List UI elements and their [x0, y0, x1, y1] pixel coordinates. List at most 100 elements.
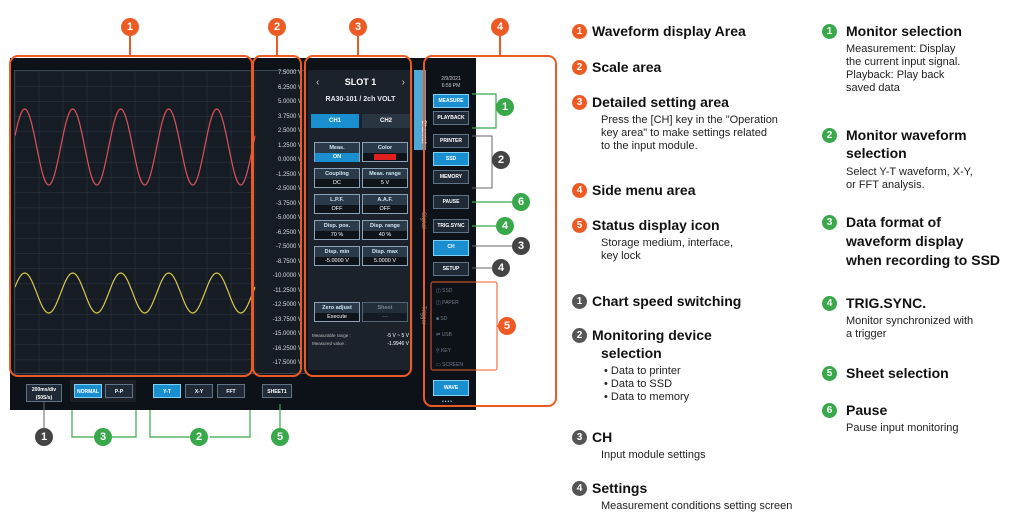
measured-value-label: Measured value :: [312, 341, 347, 346]
sheet1-button[interactable]: SHEET1: [262, 384, 292, 398]
callout-green-1: 1: [496, 98, 514, 116]
yt-button[interactable]: Y-T: [153, 384, 181, 398]
legend-dark-num-1: 1: [572, 294, 587, 309]
scale-label: 6.2500 V: [277, 84, 302, 91]
legend-orange-num-3: 3: [572, 95, 587, 110]
playback-button[interactable]: PLAYBACK: [433, 111, 469, 125]
scale-label: -1.2500 V: [275, 171, 302, 178]
legend-dark-title-3: CH: [592, 429, 613, 445]
callout-dark-4: 4: [492, 259, 510, 277]
area-frame-3: [304, 55, 412, 377]
callout-orange-4: 4: [491, 18, 509, 36]
zero-adjust-button[interactable]: Zero adjust Execute: [314, 302, 360, 322]
scale-label: 2.5000 V: [277, 128, 302, 134]
trig-sync-button[interactable]: TRIG.SYNC: [433, 219, 469, 233]
legend-green-title-5: Sheet selection: [846, 365, 949, 381]
callout-orange-3: 3: [349, 18, 367, 36]
pause-button[interactable]: PAUSE: [433, 195, 469, 209]
lpf-setting[interactable]: L.P.F. OFF: [314, 194, 360, 214]
chevron-left-icon[interactable]: ‹: [316, 77, 320, 88]
callout-green-6: 6: [512, 193, 530, 211]
wave-button[interactable]: WAVE: [433, 380, 469, 396]
side-menu-area: 2/9/2021 6:59 PM MEASURE PLAYBACK PRINTE…: [430, 62, 472, 406]
measurable-range-value: -5 V ~ 5 V: [386, 333, 409, 339]
meas-range-setting[interactable]: Meas. range 5 V: [362, 168, 408, 188]
chart-speed-button[interactable]: 200ms/div (50S/s): [26, 384, 62, 402]
legend-dark-title-2: Monitoring device: [592, 327, 712, 343]
legend-green-title-6: Pause: [846, 402, 888, 418]
scale-label: -17.5000 V: [272, 360, 302, 366]
scale-label: -8.7500 V: [275, 258, 302, 265]
sheet-box: Sheet ---: [362, 302, 408, 322]
xy-button[interactable]: X-Y: [185, 384, 213, 398]
scale-label: 5.0000 V: [277, 99, 302, 105]
usb-icon: ⇄: [436, 332, 442, 338]
scale-label: -16.2500 V: [272, 345, 302, 352]
callout-dark-2: 2: [492, 151, 510, 169]
ch2-waveform: [15, 272, 256, 314]
waveform-plot: [15, 71, 256, 375]
meas-setting[interactable]: Meas. ON: [314, 142, 360, 162]
legend-dark-num-2: 2: [572, 328, 587, 343]
callout-dark-1: 1: [35, 428, 53, 446]
module-name: RA30-101 / 2ch VOLT: [325, 96, 396, 103]
scale-label: -3.7500 V: [275, 200, 302, 207]
callout-green-5: 5: [271, 428, 289, 446]
legend-orange-num-1: 1: [572, 24, 587, 39]
callout-green-2: 2: [190, 428, 208, 446]
legend-green-title-1: Monitor selection: [846, 23, 962, 39]
disp-pos-setting[interactable]: Disp. pos. 70 %: [314, 220, 360, 240]
legend-orange-num-4: 4: [572, 183, 587, 198]
measure-button[interactable]: MEASURE: [433, 94, 469, 108]
ch1-waveform: [15, 108, 256, 186]
memory-button[interactable]: MEMORY: [433, 170, 469, 184]
paper-icon: ◫: [436, 300, 443, 306]
scale-label: 1.2500 V: [277, 142, 302, 149]
legend-green-num-5: 5: [822, 366, 837, 381]
fft-button[interactable]: FFT: [217, 384, 245, 398]
aaf-setting[interactable]: A.A.F. OFF: [362, 194, 408, 214]
measured-value: -1.9946 V: [387, 341, 409, 347]
legend-green-num-1: 1: [822, 24, 837, 39]
legend-orange-num-2: 2: [572, 60, 587, 75]
disp-max-setting[interactable]: Disp. max 5.0000 V: [362, 246, 408, 266]
normal-button[interactable]: NORMAL: [74, 384, 102, 398]
pp-button[interactable]: P-P: [105, 384, 133, 398]
legend-orange-title-5: Status display icon: [592, 217, 720, 233]
area-frame-1: [9, 55, 253, 377]
sd-icon: ■: [436, 316, 441, 322]
page-dots: ••••: [442, 399, 454, 405]
setup-button[interactable]: SETUP: [433, 262, 469, 276]
scale-label: -15.0000 V: [272, 331, 302, 337]
legend-green-num-3: 3: [822, 215, 837, 230]
color-setting[interactable]: Color: [362, 142, 408, 162]
area-frame-4: [423, 55, 557, 407]
status-key: ⚲ KEY: [436, 348, 452, 354]
tab-ch2[interactable]: CH2: [362, 114, 410, 128]
screen-icon: ▭: [436, 362, 443, 368]
legend-green-title-2: Monitor waveform: [846, 127, 967, 143]
disp-range-setting[interactable]: Disp. range 40 %: [362, 220, 408, 240]
waveform-display-area: [14, 70, 306, 375]
detailed-setting-area: ‹ SLOT 1 › RA30-101 / 2ch VOLT CH1 CH2 M…: [308, 70, 413, 370]
ssd-button[interactable]: SSD: [433, 152, 469, 166]
ch-button[interactable]: CH: [433, 240, 469, 256]
status-paper: ◫ PAPER: [436, 300, 459, 306]
legend-orange-title-3: Detailed setting area: [592, 94, 729, 110]
legend-orange-num-5: 5: [572, 218, 587, 233]
printer-button[interactable]: PRINTER: [433, 134, 469, 148]
time-label: 6:59 PM: [441, 83, 461, 89]
callout-overlay: [9, 36, 557, 438]
disp-min-setting[interactable]: Disp. min -5.0000 V: [314, 246, 360, 266]
scale-label: -5.0000 V: [275, 215, 302, 221]
legend-orange-title-4: Side menu area: [592, 182, 696, 198]
scale-label: -2.5000 V: [275, 186, 302, 192]
tab-ch1[interactable]: CH1: [311, 114, 359, 128]
chevron-right-icon[interactable]: ›: [401, 77, 405, 88]
legend-orange-title-2: Scale area: [592, 59, 662, 75]
area-frame-2: [252, 55, 302, 377]
coupling-setting[interactable]: Coupling DC: [314, 168, 360, 188]
ssd-icon: ◫: [436, 288, 443, 294]
color-swatch: [363, 153, 407, 162]
